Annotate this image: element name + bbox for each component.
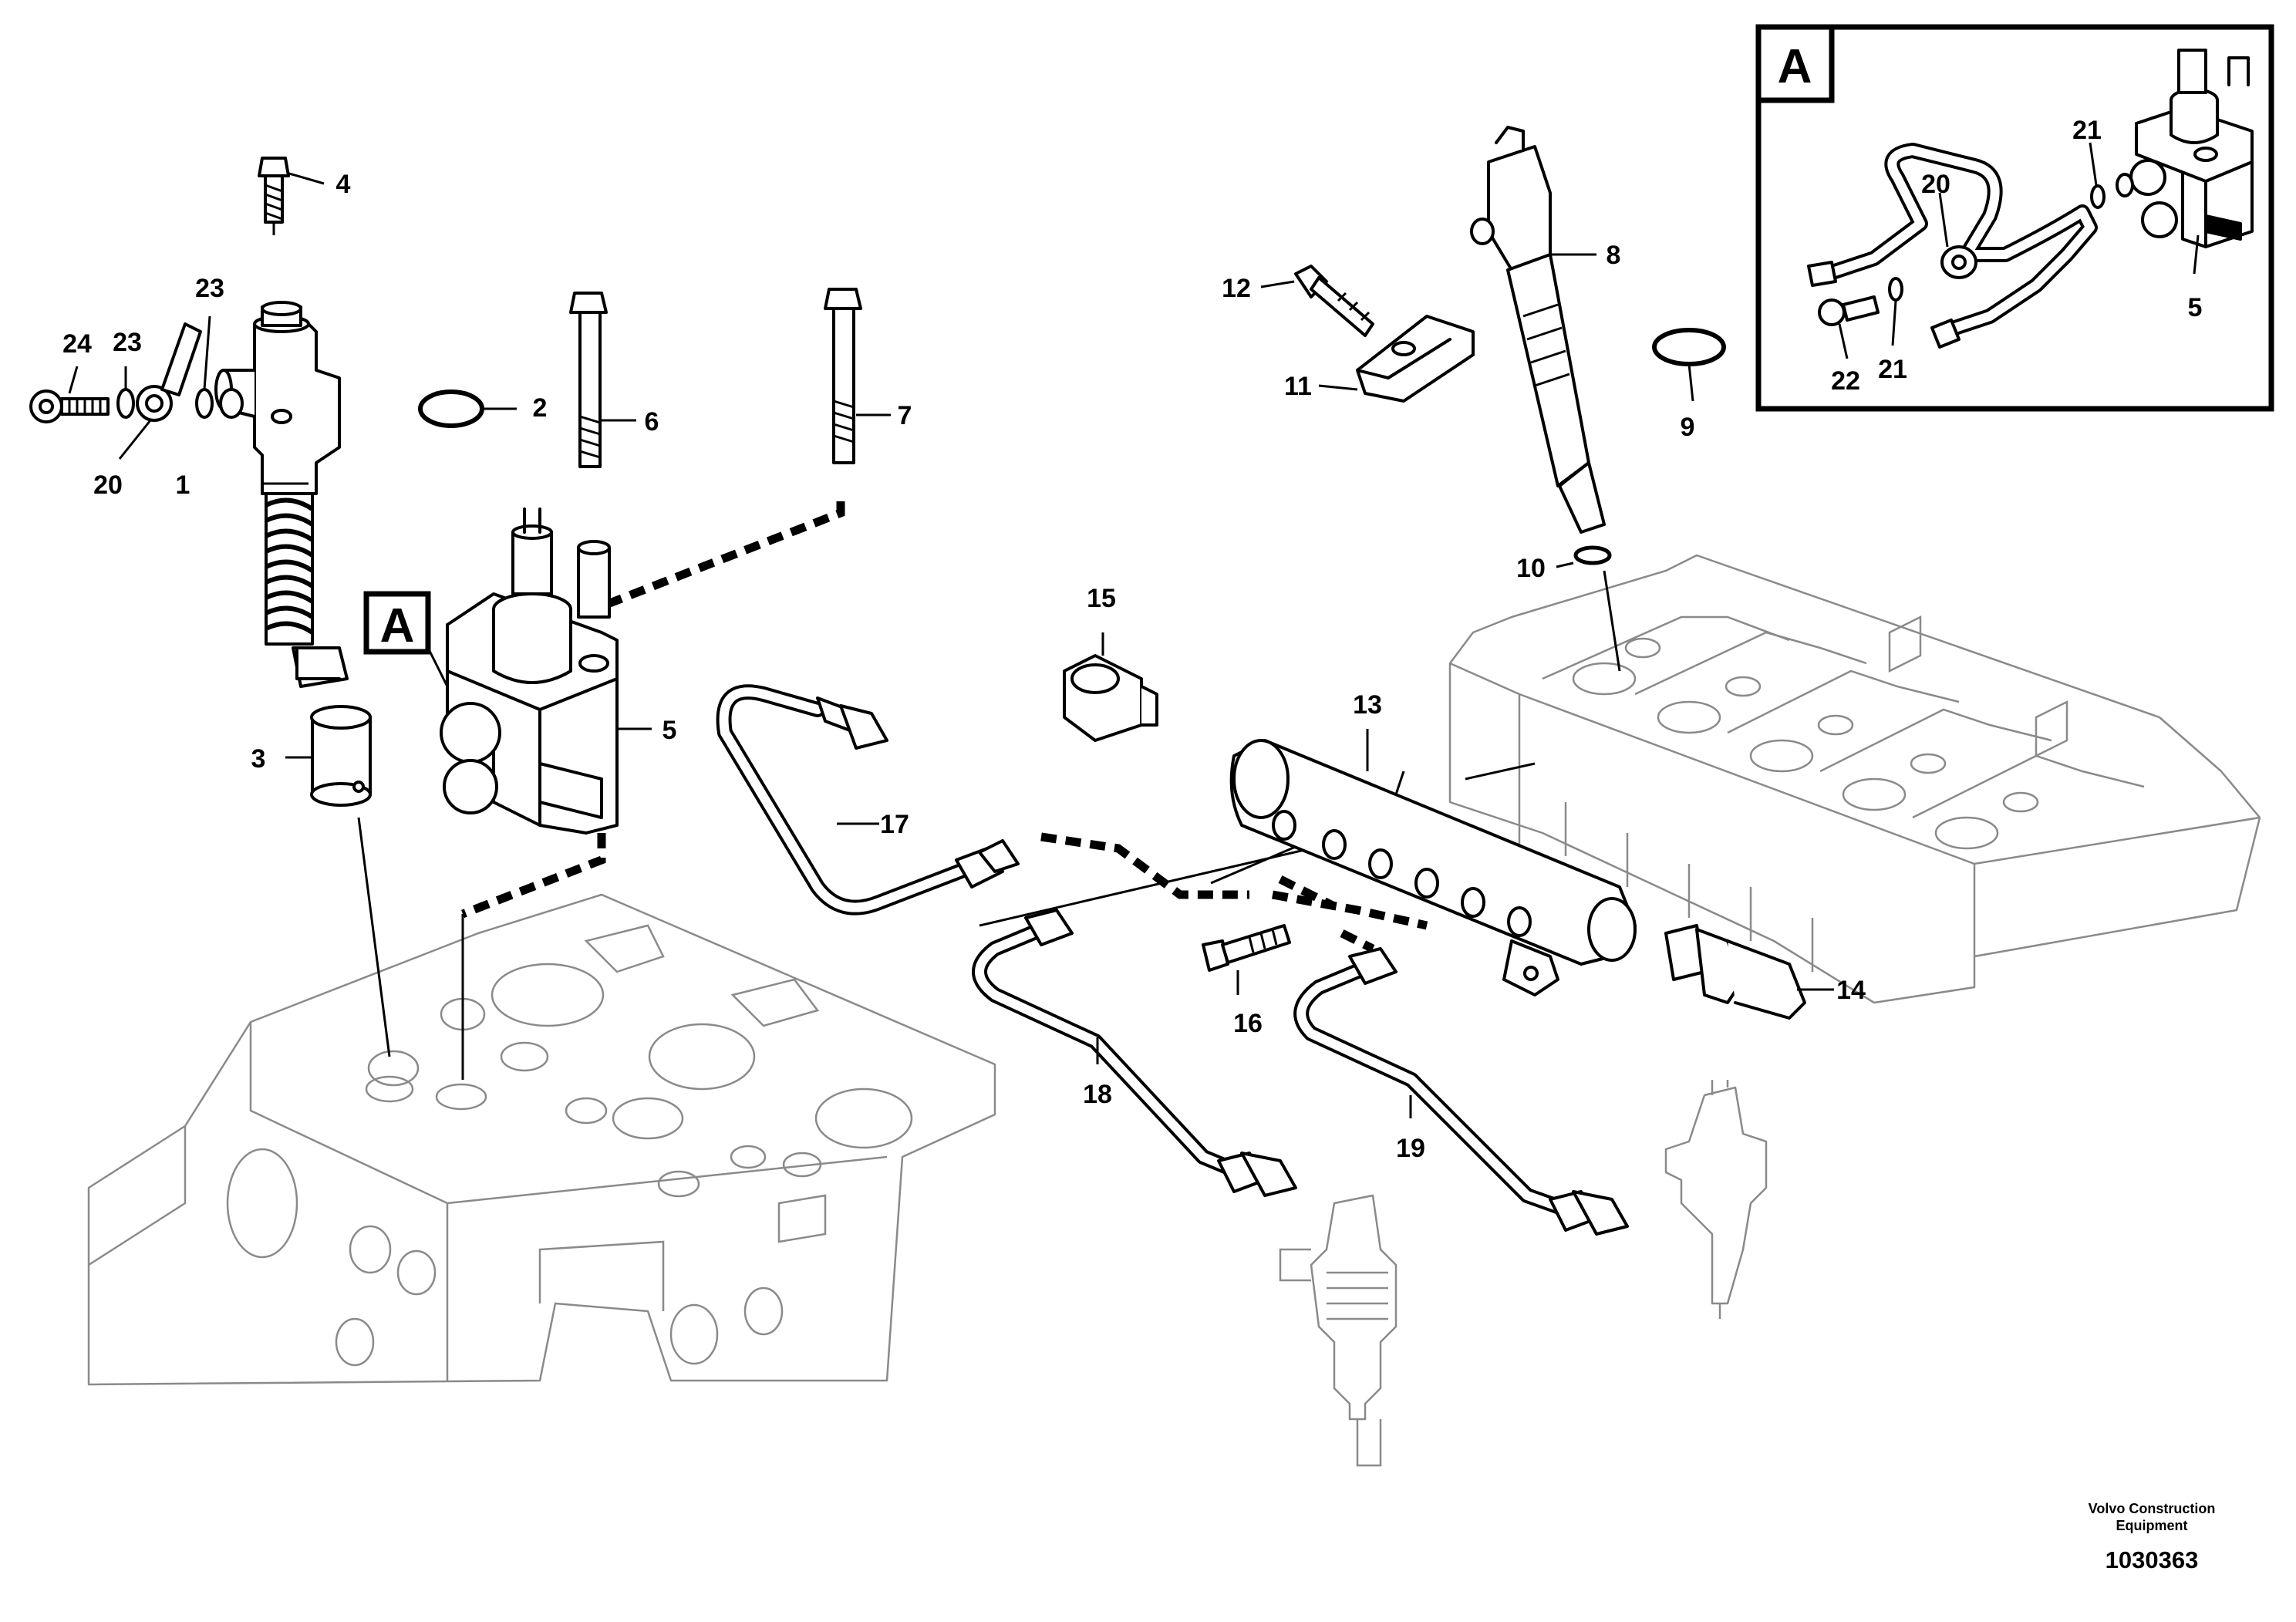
callout-2: 2 (533, 393, 548, 423)
callout-16: 16 (1233, 1009, 1263, 1038)
callout-23-right: 23 (195, 274, 224, 303)
part-1-unit-pump (214, 301, 349, 688)
pump-spring (265, 492, 314, 646)
detail-a-box: A (1755, 24, 2274, 412)
callout-labels: 1 2 3 4 5 6 7 8 9 10 11 12 13 14 15 16 1… (62, 116, 2202, 1163)
callout-18: 18 (1083, 1080, 1112, 1109)
part-17-fuel-tube (716, 684, 1020, 916)
part-10-washer (1573, 545, 1612, 565)
callout-24: 24 (62, 329, 92, 359)
detail-fuel-tube (1807, 143, 2098, 349)
part-20-fuel-line-end (136, 322, 202, 422)
callout-7: 7 (898, 401, 912, 430)
dashed-connection-lines (461, 501, 1428, 953)
part-11-clamp (1356, 315, 1475, 403)
callout-23-left: 23 (113, 328, 142, 357)
detail-banjo-bolt (1818, 295, 1880, 326)
part-23-washer-right (195, 388, 214, 419)
detail-pump (2129, 49, 2254, 248)
callout-11: 11 (1284, 372, 1312, 401)
footer-credits: Volvo Construction Equipment 1030363 (2089, 1501, 2216, 1573)
callout-8: 8 (1607, 241, 1621, 270)
callout-13: 13 (1353, 690, 1382, 720)
part-2-o-ring (418, 389, 484, 428)
part-9-o-ring (1652, 328, 1726, 366)
part-15-plug (1063, 654, 1158, 742)
callout-9: 9 (1681, 413, 1695, 442)
callout-6: 6 (645, 407, 659, 437)
ghost-injectors (1279, 1080, 1768, 1467)
callout-leaders (68, 142, 2200, 1118)
part-6-bolt (569, 292, 608, 468)
callout-1: 1 (176, 470, 190, 500)
part-23-washer-left (116, 388, 135, 419)
detail-box-letter: A (1778, 40, 1812, 93)
callout-15: 15 (1087, 584, 1116, 613)
callout-14: 14 (1836, 976, 1866, 1005)
part-19-fuel-tube (1293, 947, 1629, 1236)
part-8-injector (1470, 126, 1606, 534)
callout-3: 3 (251, 744, 266, 774)
detail-callout-5: 5 (2188, 293, 2203, 322)
part-3-sleeve (310, 705, 372, 807)
part-14-pressure-sensor (1664, 924, 1806, 1020)
left-fittings (29, 322, 244, 423)
callout-20: 20 (93, 470, 123, 500)
company-name-line-1: Volvo Construction (2089, 1501, 2216, 1516)
callout-19: 19 (1396, 1134, 1425, 1163)
company-name-line-2: Equipment (2116, 1518, 2188, 1533)
part-16-bolt (1202, 924, 1291, 972)
callout-17: 17 (880, 810, 909, 839)
figure-number: 1030363 (2106, 1546, 2199, 1573)
part-18-fuel-tube (972, 909, 1297, 1197)
reference-marker-letter: A (380, 599, 415, 653)
detail-washers (1888, 173, 2134, 302)
callout-4: 4 (336, 170, 351, 199)
callout-10: 10 (1516, 554, 1546, 583)
part-13-common-rail (1229, 739, 1637, 996)
detail-callout-20: 20 (1921, 170, 1950, 199)
part-12-bolt (1294, 265, 1374, 337)
engine-block-outline (87, 893, 996, 1386)
part-7-bolt (824, 288, 862, 464)
detail-callout-21-bottom: 21 (1878, 355, 1907, 384)
part-5-hp-pump (440, 508, 619, 835)
cylinder-head-outline (1448, 554, 2261, 1004)
part-4-bolt (258, 157, 290, 224)
callout-5: 5 (663, 716, 677, 745)
fitting-nipple (219, 388, 244, 419)
detail-callout-21-top: 21 (2072, 116, 2102, 145)
part-24-banjo-bolt (29, 389, 110, 423)
callout-12: 12 (1222, 274, 1251, 303)
detail-callout-22: 22 (1831, 366, 1860, 396)
detail-a-reference-marker: A (363, 591, 449, 687)
